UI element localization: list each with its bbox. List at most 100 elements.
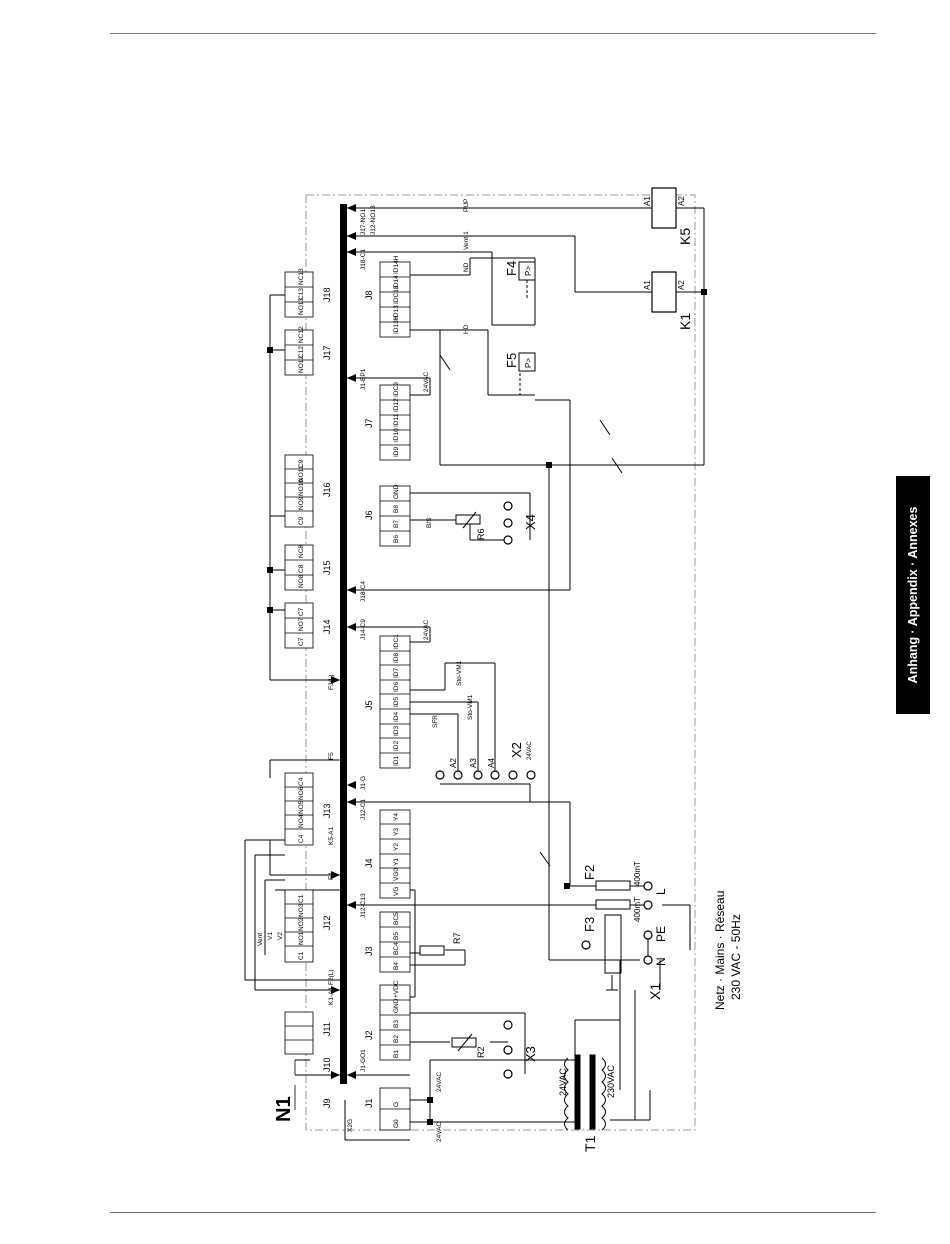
bus-label: J18-C4 [360, 581, 367, 602]
bus-label: J1-G [360, 776, 367, 790]
pin-j8: ID14 [393, 275, 400, 289]
connector-j10: J10 [322, 1057, 332, 1072]
pin-j14: NO7 [298, 617, 305, 631]
pin-j6: B7 [393, 520, 400, 528]
pin-j16: NO11 [298, 465, 305, 482]
transformer-core [564, 1054, 606, 1131]
connector-j2: J2 [364, 1030, 374, 1040]
switch-f4-symbol: P> [524, 266, 533, 276]
switch-f5-label: F5 [504, 353, 519, 368]
signal-labels: 24VAC 24VAC Vent V1 V2 SFR Sto-VM1 Sto-V… [257, 199, 474, 1142]
main-bus [340, 204, 347, 1084]
pin-j14: C7 [298, 607, 305, 616]
transformer-label: T1 [582, 1135, 598, 1152]
signal-label: 24VAC [423, 620, 430, 640]
mains-caption-1: Netz · Mains · Réseau [713, 891, 727, 1010]
pressure-switch-boxes [518, 261, 536, 372]
pin-j8: ID13 [393, 305, 400, 319]
signal-label: Vent [257, 933, 264, 946]
pin-j6: GND [393, 484, 400, 499]
pin-j15: C8 [298, 564, 305, 573]
fuse-f3-rating: 400mT [633, 897, 642, 922]
pin-j7: ID11 [393, 413, 400, 427]
pin-j3: B5 [393, 932, 400, 940]
pin-j1: G [393, 1102, 400, 1107]
pin-j5: ID3 [393, 726, 400, 737]
connector-j16: J16 [322, 482, 332, 497]
bus-label: K5-A1 [328, 827, 335, 845]
pin-j4: Y4 [393, 813, 400, 821]
pin-j7: IDC9 [393, 382, 400, 397]
pin-j5: ID4 [393, 712, 400, 723]
bus-label: J1-GO1 [360, 1049, 367, 1072]
bus-pin-labels: X2G J1-GO1 J12-C13 J12-C1 J1-G F5 F3(L) … [328, 205, 377, 1132]
pin-j4: VG [393, 887, 400, 896]
connector-j13: J13 [322, 803, 332, 818]
connector-j18: J18 [322, 287, 332, 302]
x2-supply: 24VAC [527, 741, 533, 760]
pin-j4: Y1 [393, 858, 400, 866]
pin-j3: B4 [393, 962, 400, 970]
pin-j16: NO9 [298, 496, 305, 510]
pin-j2: +VDC [393, 980, 400, 998]
terminal-pin-names: G G0 B1 B2 B3 GND +VDC B4 BC4 B5 BC5 VG … [298, 255, 400, 1128]
connector-j11: J11 [322, 1022, 332, 1036]
pin-j7: ID9 [393, 447, 400, 458]
pin-j5: IDC1 [393, 634, 400, 649]
connector-j9: J9 [322, 1098, 332, 1108]
terminal-circles [435, 501, 653, 1079]
pin-j17: NC12 [298, 326, 305, 343]
sensor-x3-label: X3 [523, 1046, 538, 1062]
bus-label: F4 [328, 872, 335, 880]
bus-arrows [331, 204, 356, 1079]
pin-j5: ID7 [393, 668, 400, 679]
sensor-x2-label: X2 [509, 742, 524, 758]
pin-j13: NO5 [298, 800, 305, 814]
resistor-r7-label: R7 [452, 932, 462, 944]
pin-j4: Y3 [393, 828, 400, 836]
bus-label: J17-NO1 [360, 209, 367, 235]
signal-label: V2 [277, 932, 284, 940]
top-rule [110, 33, 876, 34]
x2-terminal-a4: A4 [487, 758, 496, 768]
signal-label: Sto-VM1 [467, 694, 474, 720]
connector-j1: J1 [364, 1098, 374, 1108]
pin-j5: ID6 [393, 682, 400, 693]
resistor-r2 [451, 1037, 477, 1048]
pin-j3: BC5 [393, 912, 400, 925]
connector-j3: J3 [364, 946, 374, 956]
bus-label: K1-A1 [328, 987, 335, 1005]
bus-label: F3(L) [328, 674, 335, 690]
pin-j5: ID8 [393, 653, 400, 664]
pin-j5: ID1 [393, 756, 400, 767]
transformer-secondary-label: 24VAC [558, 1068, 568, 1096]
pin-j14: C7 [298, 637, 305, 646]
bus-label: J12-C1 [360, 799, 367, 820]
signal-label: 24VAC [436, 1072, 443, 1092]
pin-j12: C1 [298, 894, 305, 903]
fuse-bodies [595, 880, 631, 910]
bus-label: X2G [347, 1119, 354, 1132]
signal-label: SFR [432, 715, 439, 728]
pin-j12: NO2 [298, 917, 305, 931]
pin-j13: C4 [298, 834, 305, 843]
mains-caption-2: 230 VAC - 50Hz [729, 914, 743, 1000]
mains-terminal-l: L [654, 888, 668, 895]
mains-terminal-pe: PE [654, 926, 668, 942]
pin-j17: C12 [298, 346, 305, 358]
transformer-primary-label: 230VAC [606, 1065, 616, 1098]
bottom-rule [110, 1212, 876, 1213]
signal-label: ND [463, 262, 470, 272]
relay-k1-a1: A1 [643, 280, 652, 290]
connector-j14: J14 [322, 619, 332, 634]
pin-j13: NO6 [298, 786, 305, 800]
bus-label: J12-C13 [360, 893, 367, 918]
signal-label: B/S [426, 517, 433, 528]
bus-label: J14-C9 [360, 619, 367, 640]
relay-k5-a2: A2 [677, 196, 686, 206]
signal-label: 24VAC [436, 1122, 443, 1142]
connector-labels: J1 J2 J3 J4 J5 J6 J7 J8 J9 J10 J11 J12 J… [322, 287, 374, 1108]
pin-j18: NO13 [298, 298, 305, 315]
relay-k1-a2: A2 [677, 280, 686, 290]
